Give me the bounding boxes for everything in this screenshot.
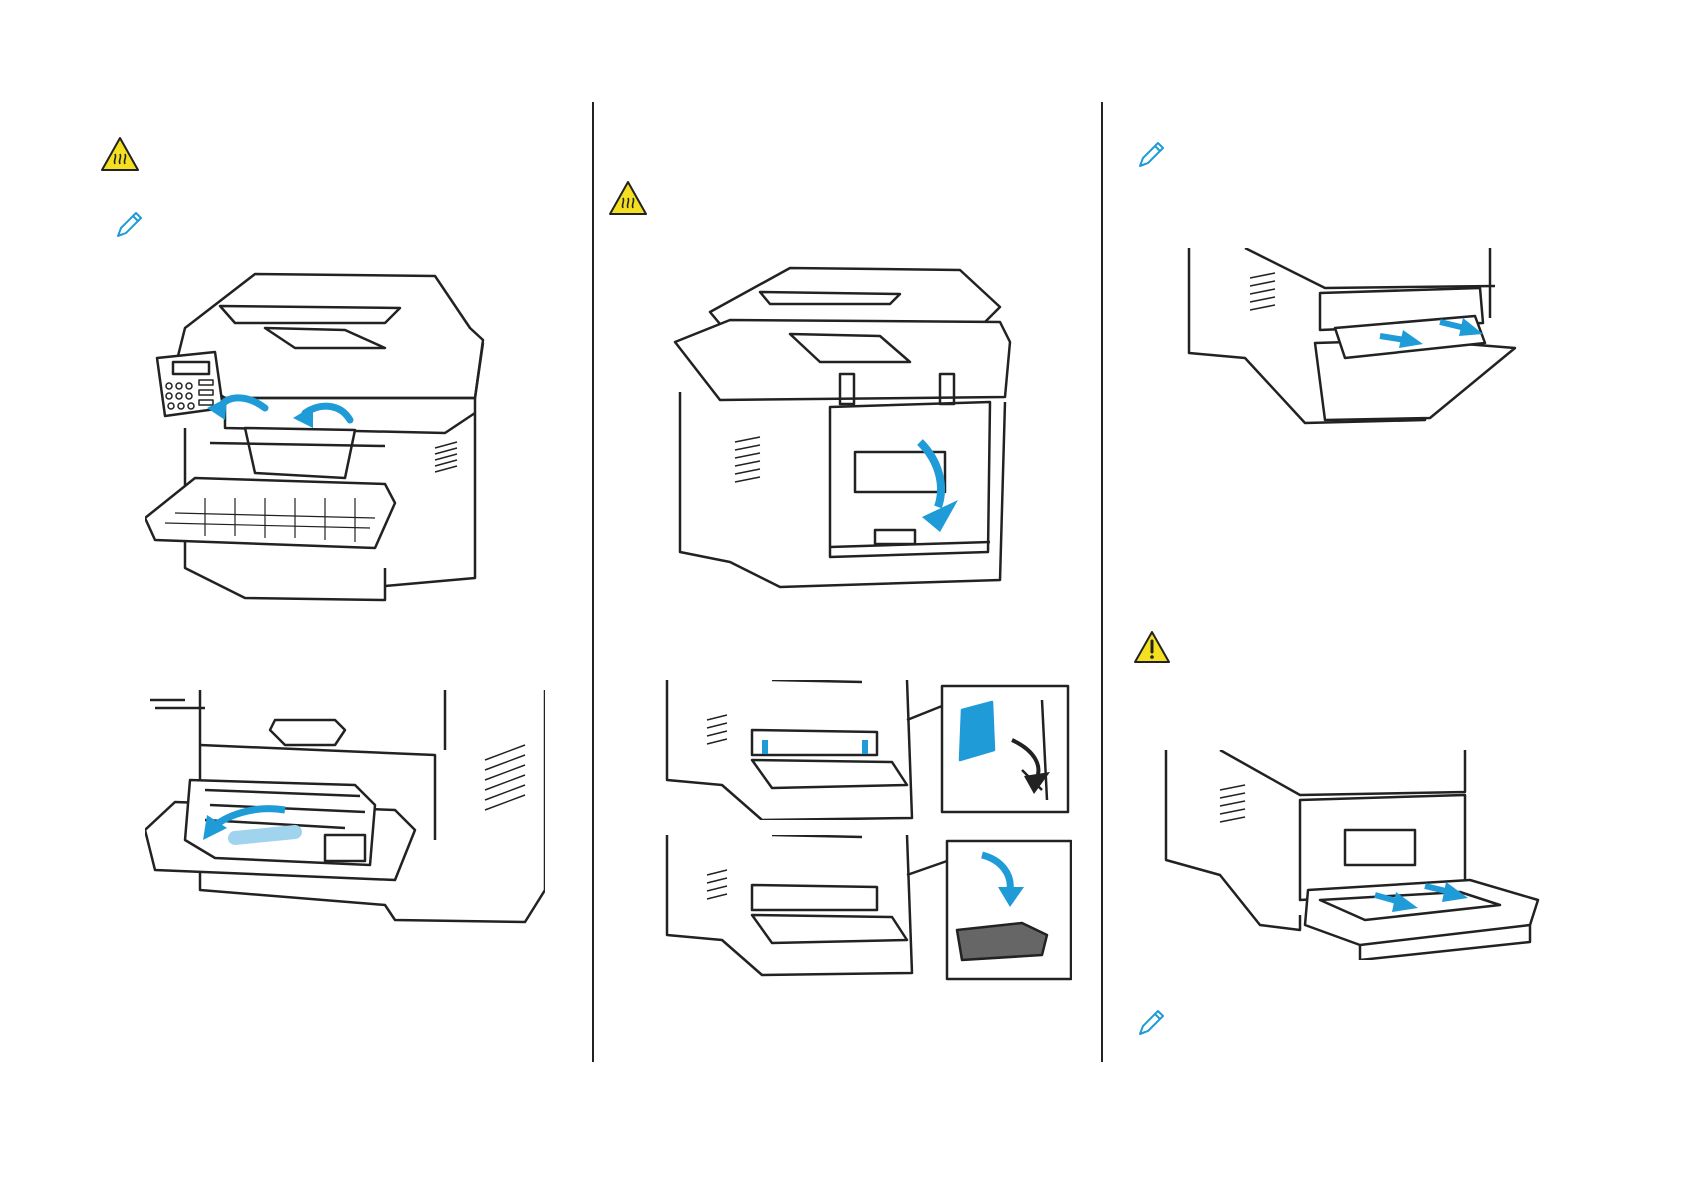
- note-pencil-icon: [1136, 1006, 1168, 1038]
- caution-warning-icon: [1133, 630, 1171, 664]
- hot-surface-warning-icon: [100, 136, 140, 172]
- note-pencil-icon: [1136, 138, 1168, 170]
- rear-door-paper-removal: [1185, 248, 1535, 428]
- note-pencil-icon: [114, 208, 146, 240]
- hot-surface-warning-icon: [608, 180, 648, 216]
- tray-paper-removal: [1160, 750, 1545, 960]
- printer-front-paper-jam: [145, 268, 525, 613]
- fuser-levers-lower: [662, 680, 1072, 820]
- imaging-unit-insert: [145, 690, 545, 930]
- fuser-levers-raise: [662, 835, 1072, 985]
- printer-rear-door-open: [670, 262, 1020, 594]
- column-divider-right: [1101, 102, 1103, 1062]
- column-divider-left: [592, 102, 594, 1062]
